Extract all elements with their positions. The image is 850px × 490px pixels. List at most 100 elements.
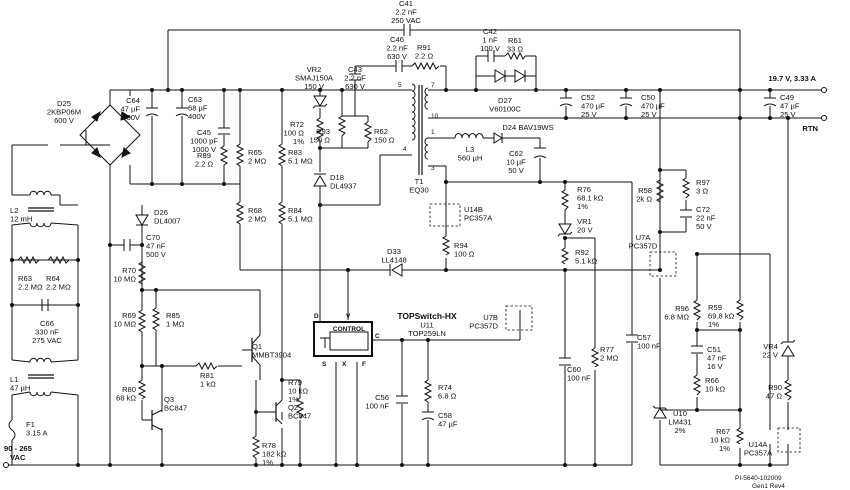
fuse-f1 bbox=[8, 419, 16, 441]
ic-pin-c: C bbox=[375, 333, 380, 340]
transformer-pin-4: 4 bbox=[403, 146, 407, 153]
bridge-rectifier-d25 bbox=[79, 104, 141, 166]
footer-revision: Gen1 Rev4 bbox=[752, 483, 785, 490]
ic-pin-v: V bbox=[346, 313, 351, 320]
topswitch-ic-u11 bbox=[313, 321, 373, 357]
input-voltage-label: 90 - 265 bbox=[4, 444, 33, 453]
ic-pin-d: D bbox=[314, 313, 319, 320]
diodes bbox=[135, 69, 796, 419]
transformer-pin-1: 1 bbox=[431, 129, 435, 136]
footer-doc-id: PI-5640-102009 bbox=[735, 475, 782, 482]
input-terminal-1 bbox=[3, 462, 9, 468]
transformer-pin-7: 7 bbox=[431, 82, 435, 89]
ic-control-block: CONTROL bbox=[333, 326, 365, 333]
optocouplers bbox=[429, 203, 801, 453]
choke-l1 bbox=[11, 357, 79, 397]
ic-pin-x: X bbox=[342, 361, 347, 368]
capacitors bbox=[41, 24, 777, 421]
choke-l2 bbox=[11, 190, 79, 228]
output-terminal-pos bbox=[821, 87, 827, 93]
inductor-l3 bbox=[454, 133, 484, 139]
ic-pin-f: F bbox=[362, 361, 366, 368]
transformer-t1 bbox=[411, 83, 429, 175]
transformer-pin-5: 5 bbox=[398, 82, 402, 89]
label-d24: D24 BAV19WS bbox=[502, 123, 553, 132]
input-voltage-unit: VAC bbox=[10, 453, 26, 462]
transformer-pin-3: 3 bbox=[431, 165, 435, 172]
transistors bbox=[151, 334, 283, 431]
